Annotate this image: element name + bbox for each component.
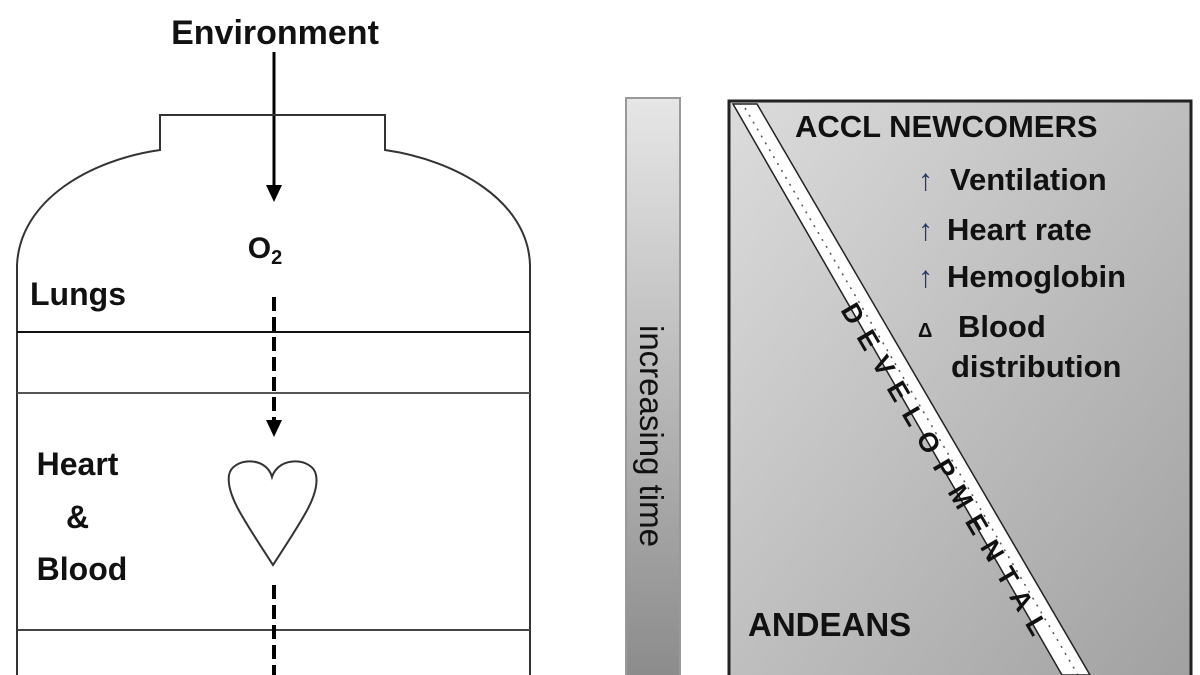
o2-label: O2 (248, 232, 282, 269)
list-item-symbol: ↑ (918, 164, 933, 197)
list-item: Blood (958, 309, 1046, 344)
lungs-label: Lungs (30, 276, 126, 312)
environment-label: Environment (171, 14, 379, 52)
list-item: Heart rate (947, 212, 1092, 247)
arrow-head-icon (266, 185, 282, 202)
body-outline (16, 114, 531, 675)
list-item: Hemoglobin (947, 259, 1126, 294)
list-item-symbol: ↑ (918, 214, 933, 247)
list-item: Ventilation (950, 162, 1107, 197)
list-item-symbol: ↑ (918, 261, 933, 294)
heart-icon (227, 460, 318, 567)
heart-blood-label: Heart & Blood (37, 446, 128, 587)
adaptation-box (727, 99, 1193, 675)
band-dots (744, 107, 1079, 675)
list-item-symbol: Δ (918, 320, 932, 342)
andeans-title: ANDEANS (748, 606, 911, 643)
newcomer-responses-list: ↑ Ventilation ↑ Heart rate ↑ Hemoglobin … (918, 162, 1126, 384)
newcomers-title: ACCL NEWCOMERS (795, 109, 1098, 144)
time-bar-label: increasing time (633, 325, 670, 547)
arrow-head-icon (266, 420, 282, 437)
developmental-band (731, 103, 1091, 675)
time-bar (625, 97, 681, 675)
list-item-continuation: distribution (951, 349, 1121, 384)
